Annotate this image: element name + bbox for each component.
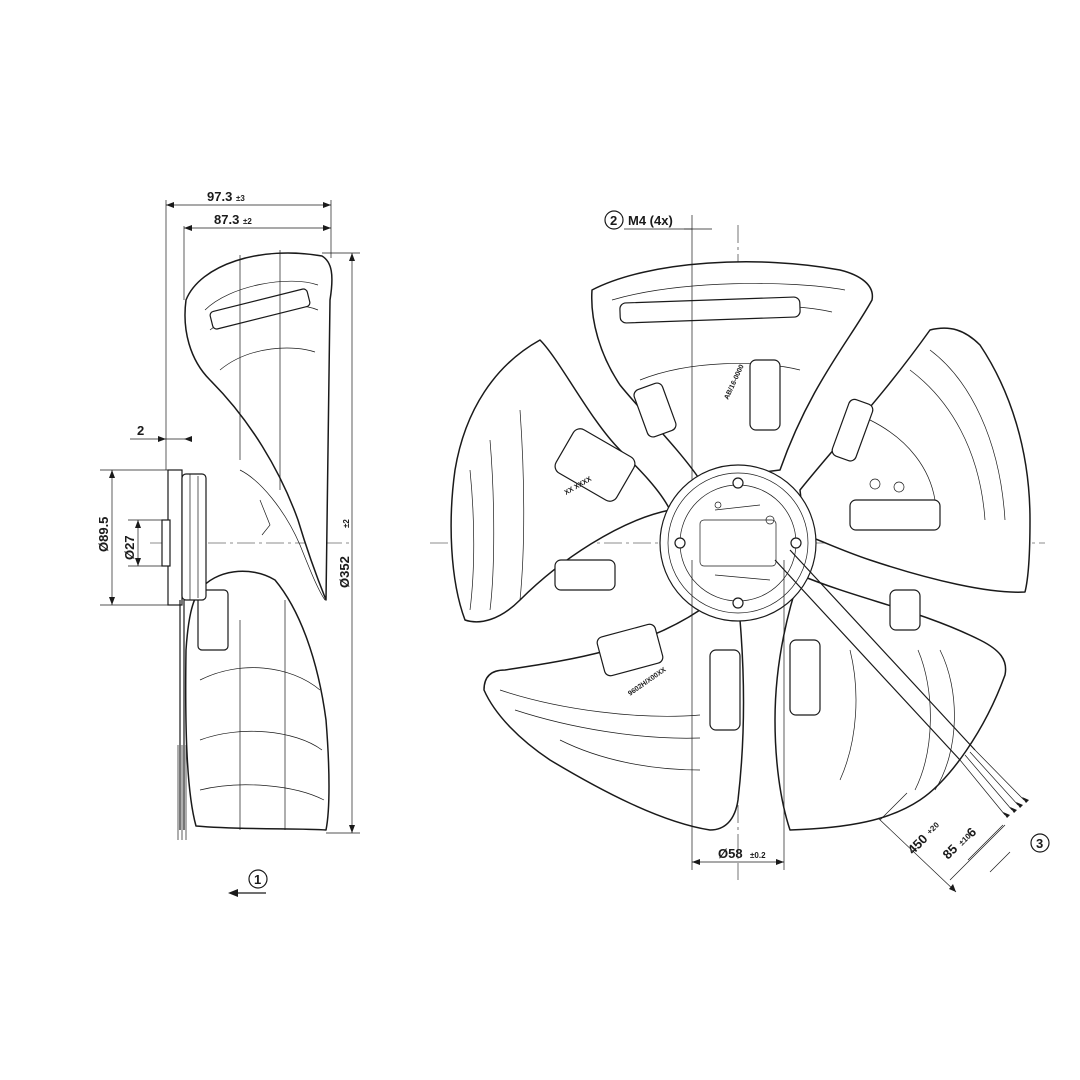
- dim-blade-depth: 87.3: [214, 212, 239, 227]
- front-view-blades: AB/16-0000 9602H/X00XX XX XXX: [450, 261, 1031, 831]
- cable: [774, 549, 976, 761]
- blade-left: [450, 339, 671, 623]
- dim-overall-depth-tol: ±3: [236, 194, 245, 203]
- callout-mount: 2: [610, 213, 617, 228]
- mount-hole-right-icon: [790, 537, 802, 549]
- dim-overall-depth: 97.3: [207, 189, 232, 204]
- side-view-upper-blade: [184, 252, 333, 601]
- dim-bolt-circle: Ø58: [718, 846, 743, 861]
- dim-cable-length-tol: +20: [925, 820, 941, 836]
- blade-bottom: [483, 609, 745, 831]
- side-view: 97.3 ±3 87.3 ±2 2 Ø89.5 Ø27 Ø352 ±2 1: [96, 189, 360, 897]
- dim-fan-dia-tol: ±2: [342, 519, 351, 528]
- dim-strip-length: 85: [940, 841, 961, 862]
- front-view-hub: [659, 464, 817, 622]
- dim-offset: 2: [137, 423, 144, 438]
- dim-flange-dia: Ø89.5: [96, 517, 111, 552]
- dim-mount-thread: M4 (4x): [628, 213, 673, 228]
- dim-fan-dia: Ø352: [337, 556, 352, 588]
- side-view-motor: [181, 473, 207, 601]
- mount-hole-bottom-icon: [732, 597, 744, 609]
- dim-bolt-circle-tol: ±0.2: [750, 851, 766, 860]
- callout-mount-circle: [604, 210, 624, 230]
- dim-cable-length: 450: [905, 831, 931, 857]
- blade-right: [799, 327, 1031, 593]
- front-view: AB/16-0000 9602H/X00XX XX XXX: [430, 210, 1050, 893]
- airflow-arrow-icon: [228, 889, 238, 897]
- callout-airflow-circle: [248, 869, 268, 889]
- dim-shaft-dia: Ø27: [122, 535, 137, 560]
- callout-airflow: 1: [254, 872, 261, 887]
- blade-lower-right: [774, 574, 1007, 831]
- dim-blade-depth-tol: ±2: [243, 217, 252, 226]
- mount-hole-top-icon: [732, 477, 744, 489]
- callout-cable: 3: [1036, 836, 1043, 851]
- callout-cable-circle: [1030, 833, 1050, 853]
- mount-hole-left-icon: [674, 537, 686, 549]
